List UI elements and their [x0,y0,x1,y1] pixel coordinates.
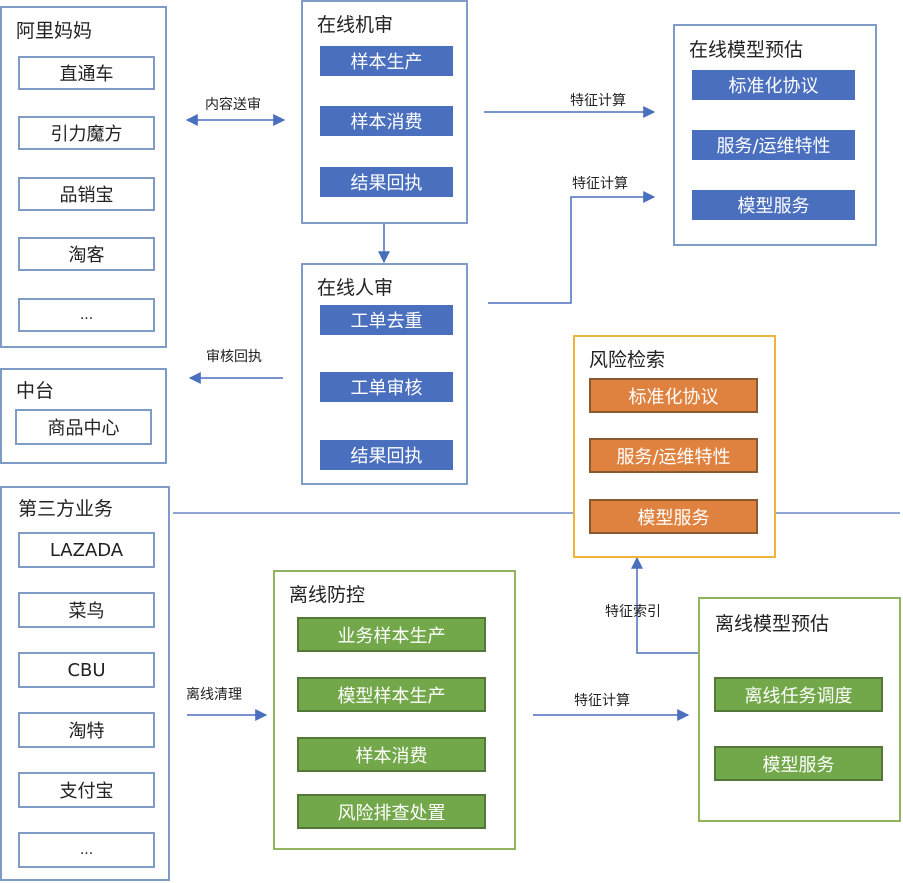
alimama-item-taoke: 淘客 [18,237,155,271]
third-party-item-lazada: LAZADA [18,532,155,568]
machine-review-sample-production: 样本生产 [320,46,453,76]
third-party-panel: 第三方业务 LAZADA 菜鸟 CBU 淘特 支付宝 ... [0,486,170,881]
human-review-ticket-dedup: 工单去重 [320,305,453,335]
offline-model-model-service: 模型服务 [714,746,883,781]
third-party-item-taote: 淘特 [18,712,155,748]
zhongtai-title: 中台 [16,380,55,402]
human-review-ticket-review: 工单审核 [320,372,453,402]
offline-model-prediction-title: 离线模型预估 [715,613,830,635]
online-human-review-panel: 在线人审 工单去重 工单审核 结果回执 [301,263,468,485]
alimama-item-more: ... [18,298,155,332]
online-model-prediction-title: 在线模型预估 [689,39,804,61]
online-model-service-ops: 服务/运维特性 [692,130,855,160]
third-party-title: 第三方业务 [18,498,114,520]
offline-model-task-scheduling: 离线任务调度 [714,677,883,712]
offline-control-panel: 离线防控 业务样本生产 模型样本生产 样本消费 风险排查处置 [273,570,516,850]
online-machine-review-panel: 在线机审 样本生产 样本消费 结果回执 [301,0,468,224]
online-model-prediction-panel: 在线模型预估 标准化协议 服务/运维特性 模型服务 [673,24,877,246]
offline-control-business-sample: 业务样本生产 [297,617,486,652]
online-human-review-title: 在线人审 [317,277,394,299]
alimama-panel: 阿里妈妈 直通车 引力魔方 品销宝 淘客 ... [0,6,167,348]
online-machine-review-title: 在线机审 [317,14,394,36]
machine-review-sample-consumption: 样本消费 [320,106,453,136]
zhongtai-panel: 中台 商品中心 [0,368,167,464]
third-party-item-cbu: CBU [18,652,155,688]
offline-control-sample-consumption: 样本消费 [297,737,486,772]
offline-control-risk-investigation: 风险排查处置 [297,794,486,829]
third-party-item-alipay: 支付宝 [18,772,155,808]
risk-retrieval-standard-protocol: 标准化协议 [589,378,758,413]
human-review-result-receipt: 结果回执 [320,440,453,470]
risk-retrieval-service-ops: 服务/运维特性 [589,438,758,473]
risk-retrieval-title: 风险检索 [589,349,666,371]
alimama-title: 阿里妈妈 [16,20,93,42]
third-party-item-more: ... [18,832,155,868]
content-review-label: 内容送审 [205,97,261,113]
feature-calc-arrow-2 [488,191,656,304]
online-model-model-service: 模型服务 [692,190,855,220]
feature-index-arrow [631,556,698,654]
feature-calc-label-1: 特征计算 [570,93,626,109]
third-party-item-cainiao: 菜鸟 [18,592,155,628]
risk-retrieval-panel: 风险检索 标准化协议 服务/运维特性 模型服务 [573,335,776,558]
alimama-item-ztc: 直通车 [18,56,155,90]
offline-control-model-sample: 模型样本生产 [297,677,486,712]
risk-retrieval-model-service: 模型服务 [589,499,758,534]
feature-index-label: 特征索引 [605,604,661,620]
alimama-item-pxb: 品销宝 [18,177,155,211]
offline-control-title: 离线防控 [289,584,366,606]
offline-model-prediction-panel: 离线模型预估 离线任务调度 模型服务 [698,597,901,822]
online-model-standard-protocol: 标准化协议 [692,70,855,100]
zhongtai-item-product-center: 商品中心 [15,409,152,445]
feature-calc-label-3: 特征计算 [574,693,630,709]
offline-cleaning-label: 离线清理 [186,687,242,703]
feature-calc-label-2: 特征计算 [572,176,628,192]
review-receipt-label: 审核回执 [206,349,262,365]
alimama-item-ylmf: 引力魔方 [18,116,155,150]
machine-review-result-receipt: 结果回执 [320,167,453,197]
